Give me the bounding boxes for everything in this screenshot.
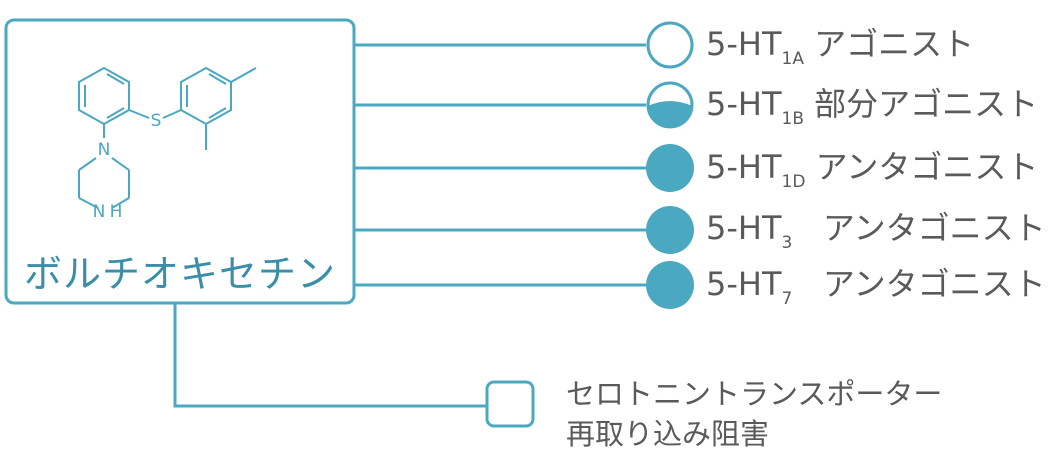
- atom-hydrogen: H: [110, 202, 123, 222]
- indicator-full-icon: [646, 206, 694, 254]
- receptor-label-5ht3: 5-HT3 アンタゴニスト: [706, 209, 1046, 253]
- chemical-structure: [78, 66, 257, 209]
- transporter-label-line2: 再取り込み阻害: [566, 417, 770, 451]
- drug-name: ボルチオキセチン: [23, 252, 336, 296]
- receptor-label-5ht7: 5-HT7 アンタゴニスト: [706, 265, 1046, 309]
- atom-nitrogen: N: [98, 140, 111, 160]
- indicator-partial-icon: [646, 81, 694, 129]
- receptor-label-5ht1d: 5-HT1D アンタゴニスト: [706, 148, 1039, 192]
- atom-sulfur: S: [151, 111, 162, 131]
- indicator-empty-icon: [646, 21, 694, 69]
- drug-box: [4, 18, 356, 305]
- connector-transporter: [173, 303, 487, 408]
- indicator-full-icon: [646, 144, 694, 192]
- atom-nitrogen-nh: N: [93, 202, 106, 222]
- indicator-full-icon: [646, 261, 694, 309]
- receptor-label-5ht1b: 5-HT1B 部分アゴニスト: [706, 85, 1039, 129]
- transporter-square-icon: [485, 380, 535, 428]
- receptor-label-5ht1a: 5-HT1A アゴニスト: [706, 25, 975, 69]
- transporter-label-line1: セロトニントランスポーター: [566, 377, 943, 411]
